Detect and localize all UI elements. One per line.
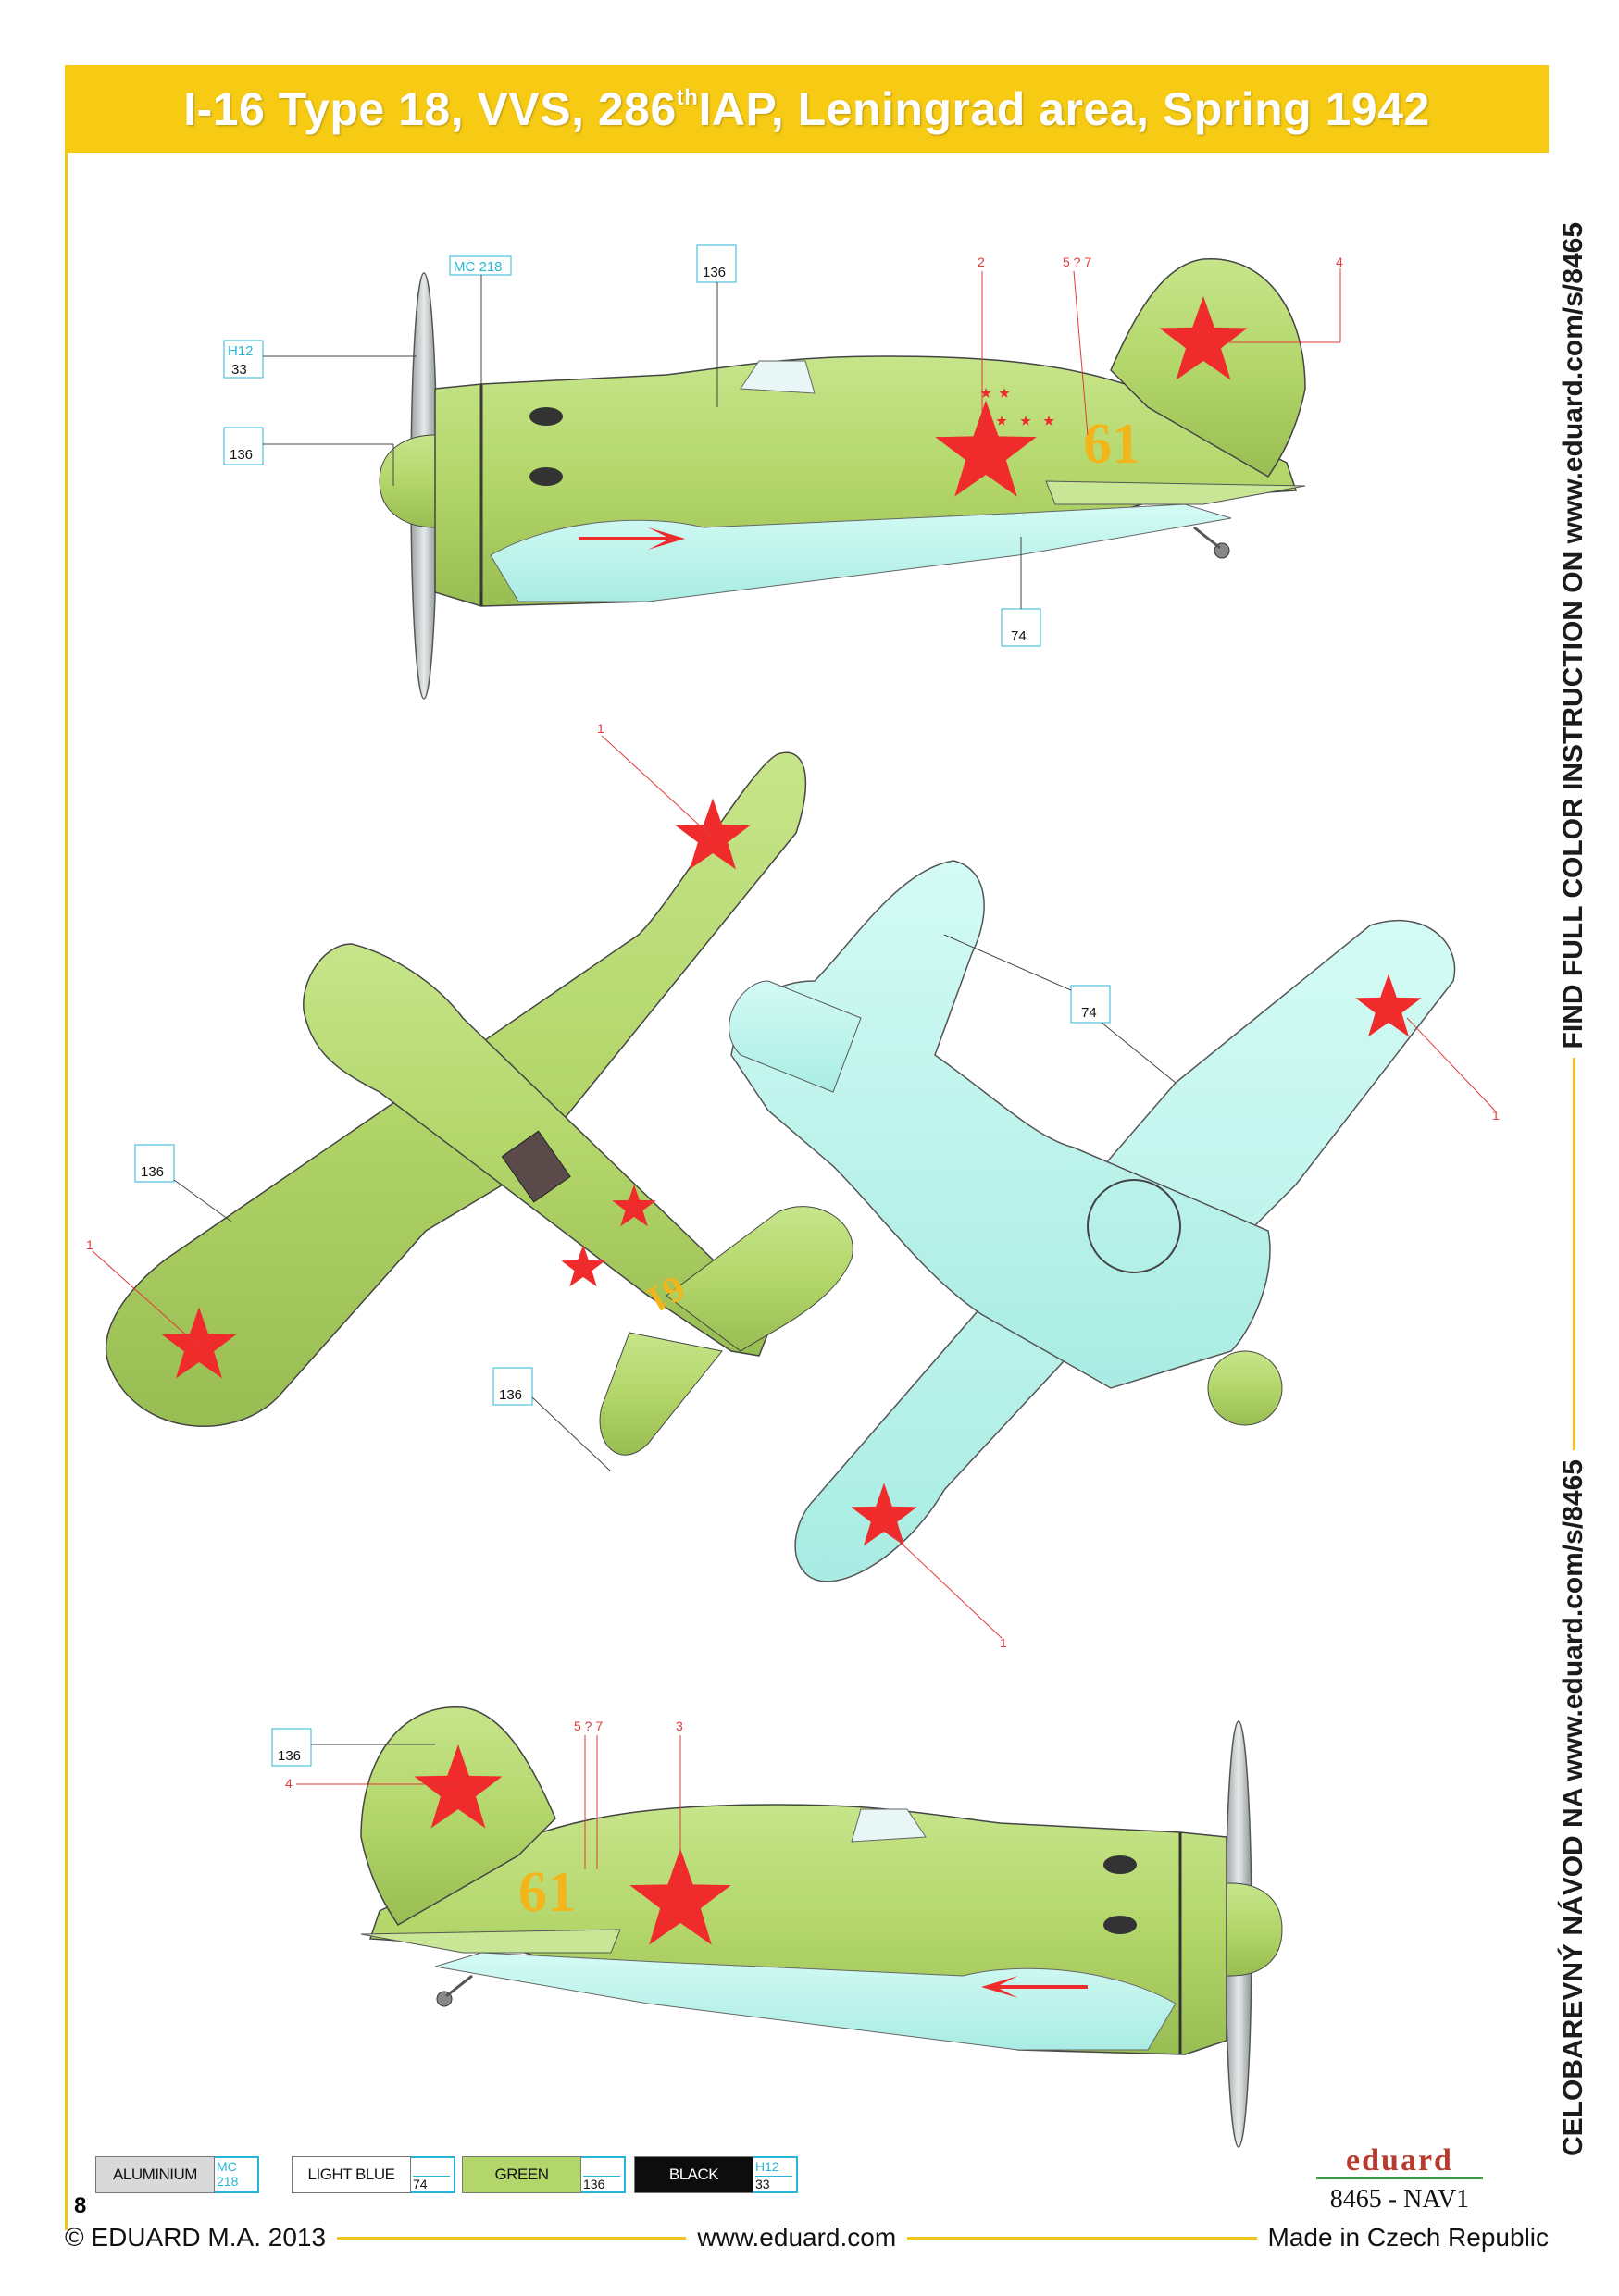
legend-label: BLACK — [634, 2156, 753, 2193]
brand-block: eduard 8465 - NAV1 — [1316, 2145, 1483, 2215]
legend-ref: H12 — [755, 2159, 779, 2174]
callout-1: 1 — [1492, 1108, 1500, 1123]
callout-136: 136 — [230, 447, 253, 463]
callout-136: 136 — [703, 265, 726, 280]
legend-aluminium: ALUMINIUM MC 218 — [95, 2156, 259, 2193]
footer: © EDUARD M.A. 2013 www.eduard.com Made i… — [65, 2219, 1549, 2256]
exhaust-port — [1103, 1855, 1137, 1874]
kit-code: 8465 - NAV1 — [1329, 2185, 1470, 2214]
aircraft-number: 61 — [518, 1861, 576, 1924]
callout-1: 1 — [86, 1237, 93, 1252]
plan-upper-callouts: 136 136 1 1 — [86, 721, 714, 1472]
legend-ref: MC 218 — [217, 2159, 239, 2189]
legend-label: GREEN — [462, 2156, 581, 2193]
legend-label: LIGHT BLUE — [292, 2156, 411, 2193]
frame-left — [65, 65, 68, 2230]
tail-fin — [360, 1706, 556, 1927]
website: www.eduard.com — [697, 2223, 897, 2252]
title-band: I-16 Type 18, VVS, 286thIAP, Leningrad a… — [65, 65, 1549, 153]
callout-136: 136 — [499, 1387, 522, 1403]
underside — [434, 1952, 1177, 2051]
tailplane-left — [599, 1332, 723, 1456]
exhaust-port — [529, 467, 563, 486]
callout-h12: H12 — [228, 343, 254, 359]
page-title: I-16 Type 18, VVS, 286thIAP, Leningrad a… — [183, 82, 1430, 135]
profile-left-side: 61 — [379, 258, 1306, 700]
profile-right-callouts: 136 4 5 ? 7 3 — [271, 1719, 683, 1879]
underwing-marking — [981, 1976, 1088, 1998]
made-in: Made in Czech Republic — [1267, 2223, 1550, 2252]
underside — [490, 503, 1232, 602]
profile-left-callouts: MC 218 136 H12 33 136 74 2 5 ? 7 4 — [223, 244, 1343, 647]
spinner — [1221, 1882, 1283, 1977]
profile-right-side: 61 — [360, 1706, 1283, 2148]
tailplane — [360, 1929, 621, 1954]
tailplane-right — [666, 1206, 853, 1352]
callout-4: 4 — [285, 1776, 293, 1791]
underwing-marking — [579, 527, 685, 550]
aircraft-number: 61 — [1083, 413, 1140, 476]
tailplane — [1045, 480, 1306, 505]
callout-577: 5 ? 7 — [574, 1719, 603, 1733]
legend-black: BLACK H12 33 — [634, 2156, 798, 2193]
callout-1: 1 — [597, 721, 604, 736]
callout-577: 5 ? 7 — [1063, 254, 1091, 269]
exhaust-port — [529, 407, 563, 426]
brand-logo: eduard — [1316, 2145, 1483, 2179]
callout-mc218: MC 218 — [454, 259, 503, 275]
callout-33: 33 — [231, 362, 247, 378]
callout-74: 74 — [1011, 628, 1027, 644]
legend-light-blue: LIGHT BLUE 74 — [292, 2156, 455, 2193]
callout-136: 136 — [141, 1164, 164, 1180]
callout-136: 136 — [278, 1748, 301, 1764]
spinner — [1207, 1350, 1283, 1426]
engine-panel — [1087, 1179, 1181, 1273]
callout-3: 3 — [676, 1719, 683, 1733]
tailplane — [729, 980, 862, 1093]
copyright: © EDUARD M.A. 2013 — [65, 2223, 327, 2252]
callout-1: 1 — [1000, 1635, 1007, 1650]
legend-num: 136 — [583, 2176, 620, 2191]
legend-green: GREEN 136 — [462, 2156, 626, 2193]
callout-4: 4 — [1336, 254, 1343, 269]
page-number: 8 — [74, 2193, 87, 2218]
cockpit — [501, 1130, 571, 1203]
callout-74: 74 — [1081, 1005, 1097, 1021]
canopy — [740, 360, 816, 394]
plan-lower-callouts: 74 1 1 — [883, 934, 1500, 1650]
plan-lower-surface — [729, 860, 1456, 1582]
legend-num: 33 — [755, 2176, 792, 2191]
legend-label: ALUMINIUM — [95, 2156, 215, 2193]
plan-upper-surface: 61 — [106, 751, 853, 1456]
callout-2: 2 — [978, 254, 985, 269]
canopy — [851, 1808, 927, 1843]
legend-num: 74 — [413, 2176, 450, 2191]
exhaust-port — [1103, 1916, 1137, 1934]
fuselage — [730, 860, 1271, 1389]
tail-fin — [1110, 258, 1306, 478]
